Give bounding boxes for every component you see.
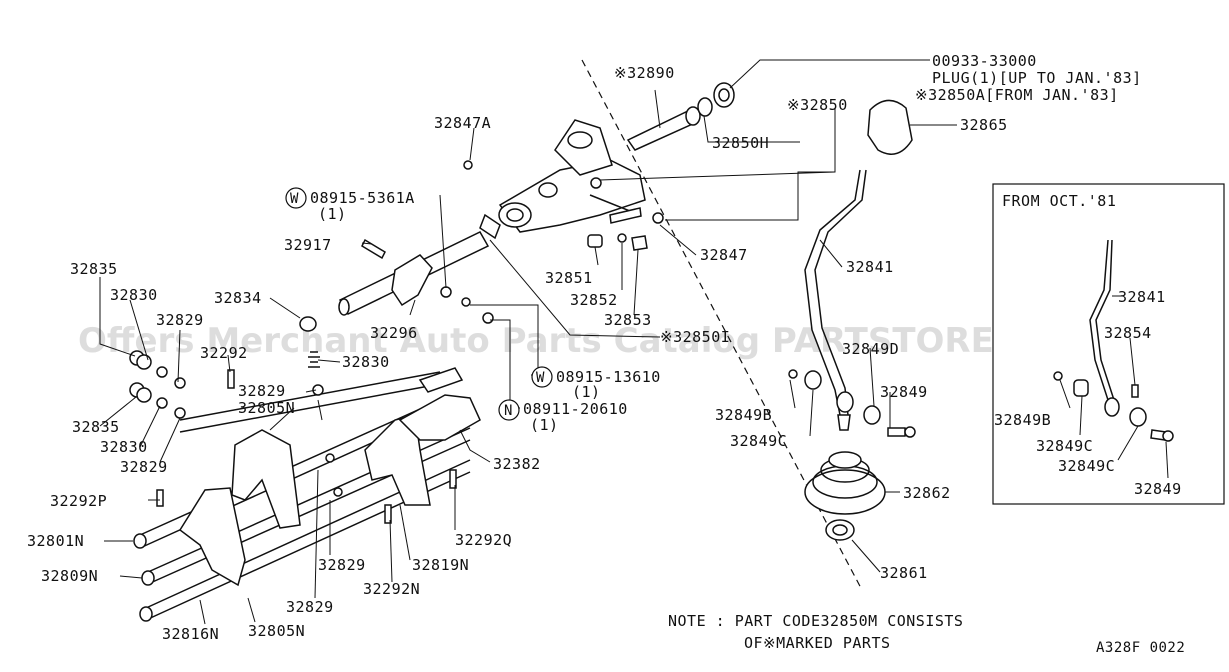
bushings-illustration xyxy=(587,207,664,251)
inset-label-32849C-a: 32849C xyxy=(1036,437,1093,455)
label-32830-top: 32830 xyxy=(110,286,158,304)
shift-lever-illustration xyxy=(804,169,867,431)
label-32830-bottom: 32830 xyxy=(100,438,148,456)
label-32849: 32849 xyxy=(880,383,928,401)
label-32829-a: 32829 xyxy=(156,311,204,329)
label-32861: 32861 xyxy=(880,564,928,582)
inset-label-32849B: 32849B xyxy=(994,411,1051,429)
label-32835-bottom: 32835 xyxy=(72,418,120,436)
label-32292P: 32292P xyxy=(50,492,107,510)
label-32850: ※32850 xyxy=(787,96,848,114)
inset-label-32841: 32841 xyxy=(1118,288,1166,306)
label-32805N-top: 32805N xyxy=(238,399,295,417)
control-housing-illustration xyxy=(479,119,646,240)
part-labels: 00933-33000 PLUG(1)[UP TO JAN.'83] ※3285… xyxy=(27,52,1182,643)
note-line-2: OF※MARKED PARTS xyxy=(744,634,891,652)
shift-forks-illustration xyxy=(156,367,481,587)
label-00933-33000: 00933-33000 xyxy=(932,52,1037,70)
label-32851: 32851 xyxy=(545,269,593,287)
label-08915-13610-qty: (1) xyxy=(572,383,601,401)
inset-label-32854: 32854 xyxy=(1104,324,1152,342)
mark-w2: W xyxy=(536,370,545,386)
label-plug: PLUG(1)[UP TO JAN.'83] xyxy=(932,69,1142,87)
label-32829-e: 32829 xyxy=(286,598,334,616)
label-32850H: 32850H xyxy=(712,134,769,152)
label-32841: 32841 xyxy=(846,258,894,276)
label-32809N: 32809N xyxy=(41,567,98,585)
label-32830-mid: 32830 xyxy=(342,353,390,371)
label-32829-d: 32829 xyxy=(318,556,366,574)
label-08911-20610: 08911-20610 xyxy=(523,400,628,418)
inset-title: FROM OCT.'81 xyxy=(1002,192,1116,210)
label-32849C: 32849C xyxy=(730,432,787,450)
label-32292N: 32292N xyxy=(363,580,420,598)
label-08915-5361A: 08915-5361A xyxy=(310,189,415,207)
label-32296: 32296 xyxy=(370,324,418,342)
label-32819N: 32819N xyxy=(412,556,469,574)
note-line-1: NOTE : PART CODE32850M CONSISTS xyxy=(668,612,963,630)
label-32816N: 32816N xyxy=(162,625,219,643)
label-32862: 32862 xyxy=(903,484,951,502)
inset-panel: FROM OCT.'81 xyxy=(992,183,1225,505)
label-08915-5361A-qty: (1) xyxy=(318,205,347,223)
label-32829-c: 32829 xyxy=(120,458,168,476)
inset-label-32849C-b: 32849C xyxy=(1058,457,1115,475)
label-32853: 32853 xyxy=(604,311,652,329)
label-32890: ※32890 xyxy=(614,64,675,82)
circled-marks: W W N xyxy=(285,187,553,421)
label-32292Q: 32292Q xyxy=(455,531,512,549)
label-08915-13610: 08915-13610 xyxy=(556,368,661,386)
label-32801N: 32801N xyxy=(27,532,84,550)
watermark-text: Offers Merchant Auto Parts Catalog PARTS… xyxy=(78,321,1058,361)
label-32852: 32852 xyxy=(570,291,618,309)
label-32847: 32847 xyxy=(700,246,748,264)
label-32849B: 32849B xyxy=(715,406,772,424)
label-32834: 32834 xyxy=(214,289,262,307)
label-32850I: ※32850I xyxy=(660,328,730,346)
label-32292: 32292 xyxy=(200,344,248,362)
label-32849D: 32849D xyxy=(842,340,899,358)
mark-w1: W xyxy=(290,191,299,207)
dashed-guide xyxy=(581,59,863,591)
control-rod-illustration xyxy=(626,82,735,151)
cross-shaft-illustration xyxy=(338,160,494,324)
inset-label-32849: 32849 xyxy=(1134,480,1182,498)
label-32829-b: 32829 xyxy=(238,382,286,400)
lever-bushings-illustration xyxy=(788,369,916,438)
mark-n: N xyxy=(504,403,513,419)
label-32917: 32917 xyxy=(284,236,332,254)
label-32850A: ※32850A[FROM JAN.'83] xyxy=(915,86,1119,104)
diagram-code: A328F 0022 xyxy=(1096,640,1185,656)
label-32865: 32865 xyxy=(960,116,1008,134)
boot-illustration xyxy=(804,451,886,541)
label-08911-20610-qty: (1) xyxy=(530,416,559,434)
label-32847A: 32847A xyxy=(434,114,491,132)
shift-knob-illustration xyxy=(867,99,913,155)
label-32835-top: 32835 xyxy=(70,260,118,278)
label-32805N-bottom: 32805N xyxy=(248,622,305,640)
label-32382: 32382 xyxy=(493,455,541,473)
